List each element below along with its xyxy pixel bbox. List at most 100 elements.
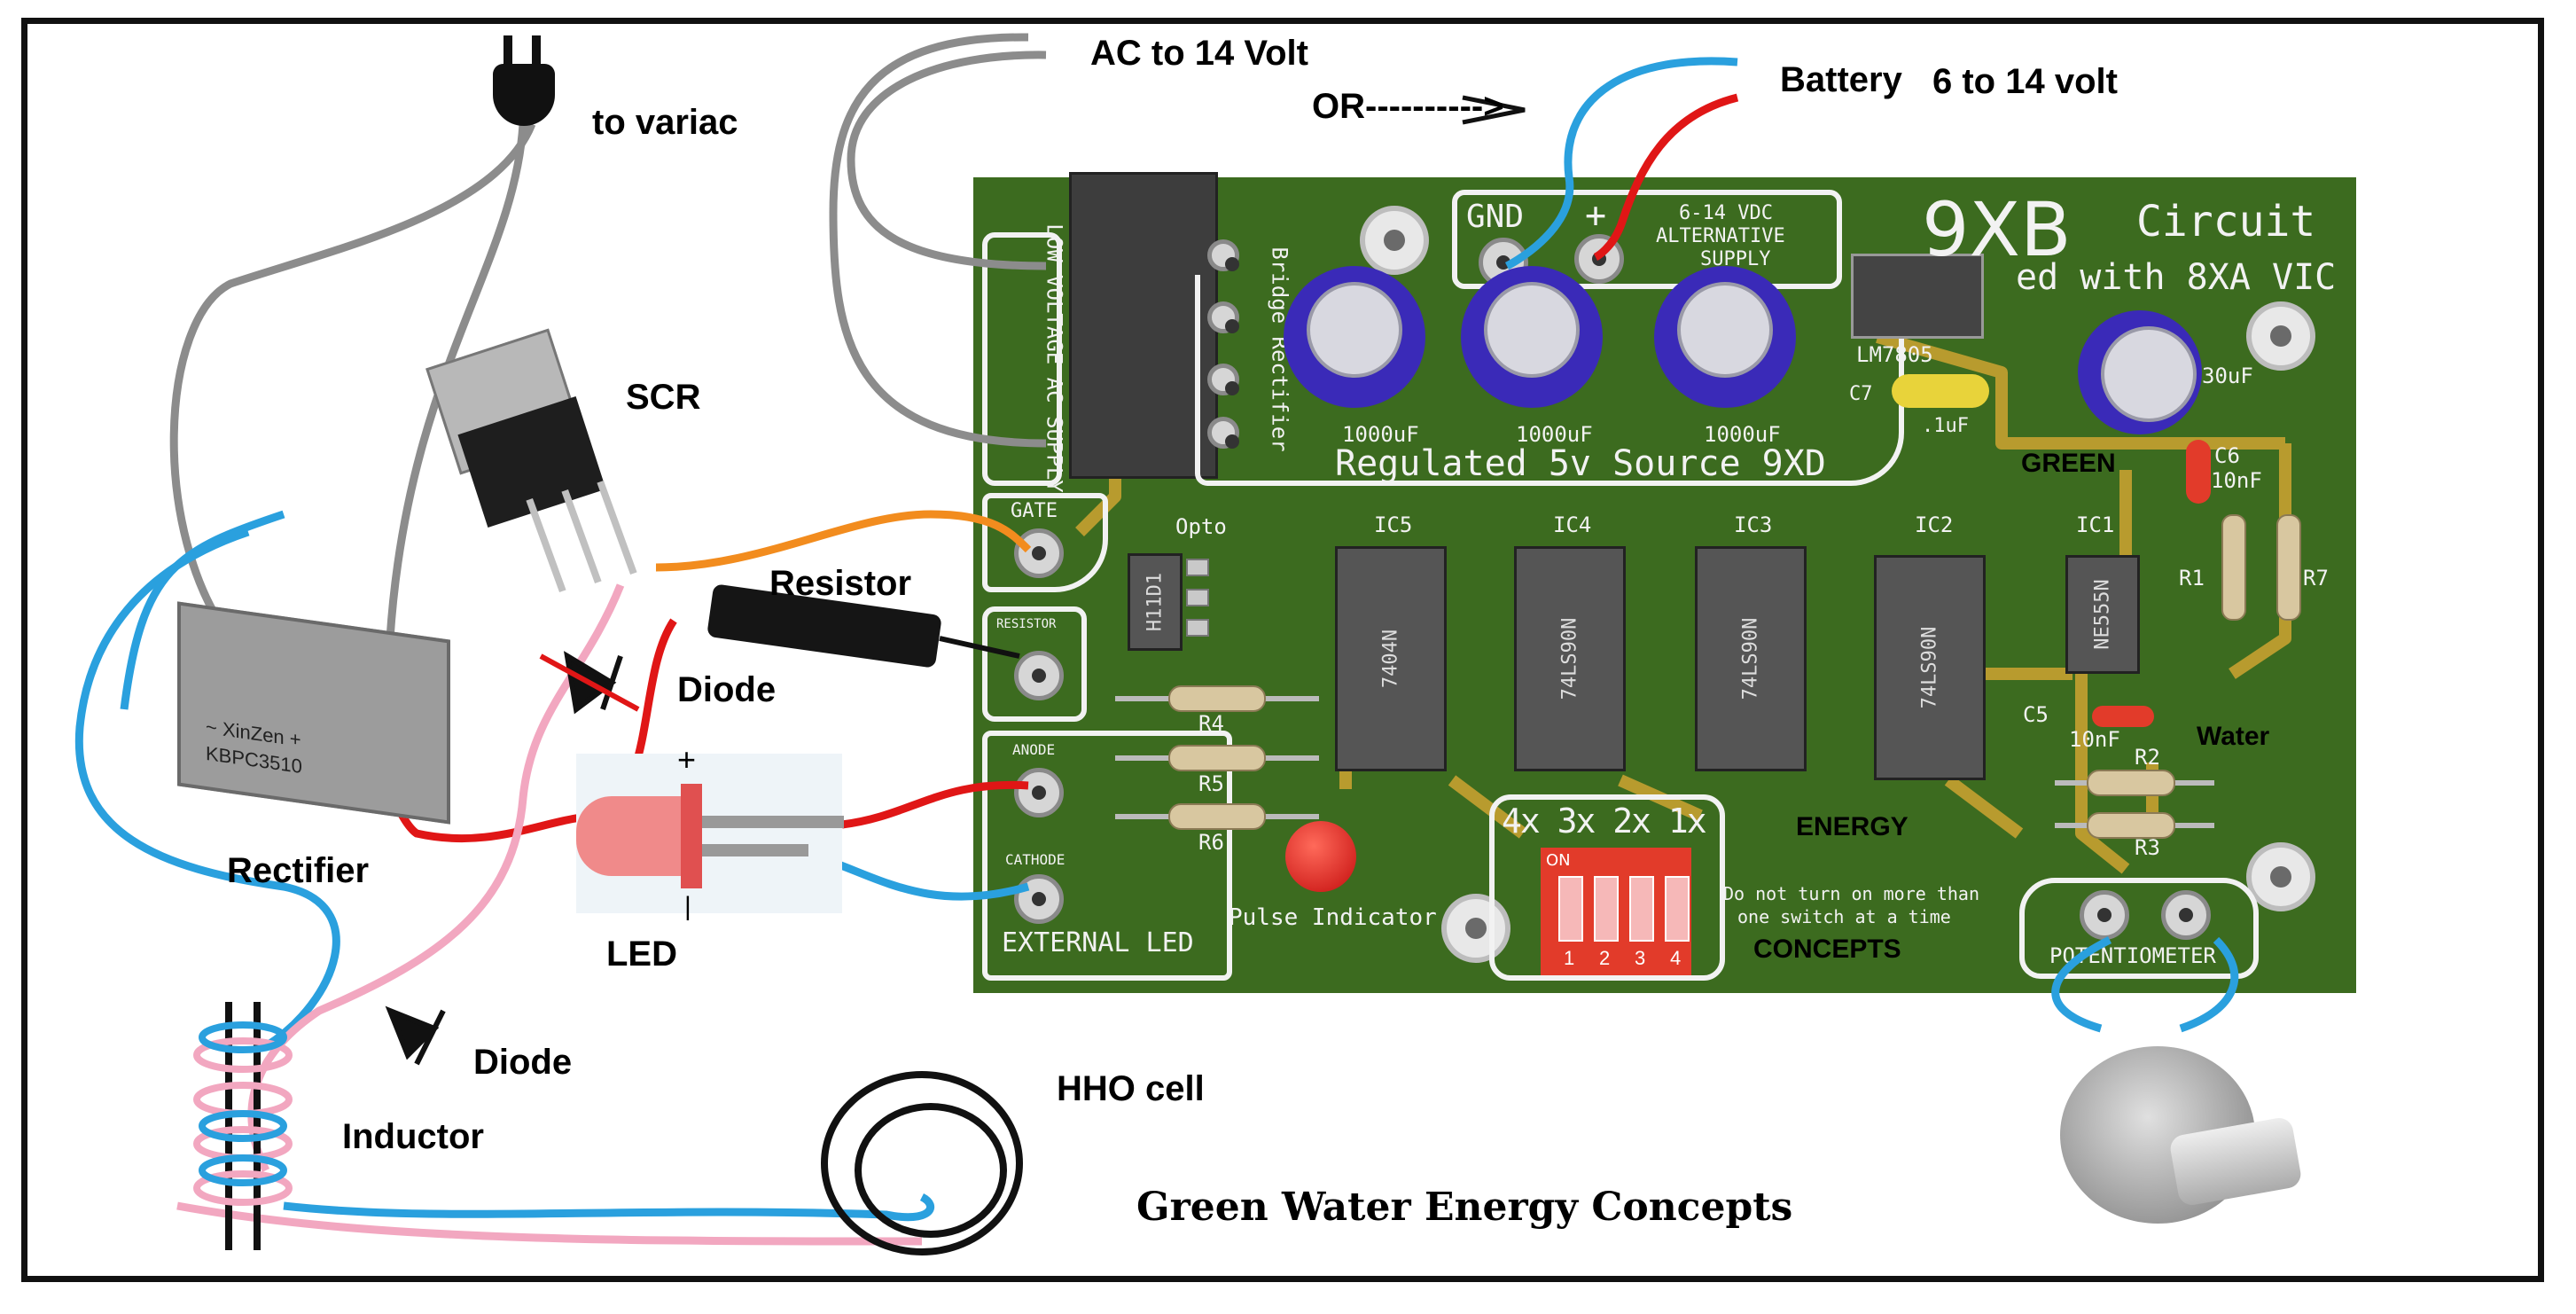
dip-number-3: 3 (1635, 947, 1646, 969)
opto-label: Opto (1175, 514, 1227, 539)
opto-part: H11D1 (1144, 572, 1167, 632)
ic2-label: IC2 (1915, 512, 1954, 537)
ic4-part: 74LS90N (1558, 617, 1581, 700)
cathode-label: CATHODE (1005, 851, 1066, 868)
dip-switch-3[interactable] (1629, 876, 1654, 942)
pulse-indicator-led (1285, 821, 1356, 892)
mounting-hole-top-left (1360, 206, 1429, 275)
ic2-chip: 74LS90N (1874, 555, 1986, 780)
diode-bottom-label: Diode (473, 1043, 573, 1082)
led-lead (702, 816, 844, 828)
capacitor-1000uf-3 (1654, 266, 1796, 408)
ic5-part: 7404N (1379, 629, 1402, 689)
cap4-value: 30uF (2202, 364, 2253, 388)
anode-pad (1014, 768, 1064, 817)
ic-pin (1186, 559, 1209, 576)
r1-label: R1 (2179, 566, 2205, 591)
concepts-label: CONCEPTS (1753, 935, 1901, 964)
ic3-label: IC3 (1734, 512, 1773, 537)
diode-top-label: Diode (677, 670, 777, 709)
ic2-part: 74LS90N (1918, 626, 1941, 709)
gate-pad (1014, 528, 1064, 578)
plug-prong (532, 35, 541, 71)
capacitor-c5 (2092, 706, 2154, 727)
r3-label: R3 (2135, 835, 2160, 860)
led-flange (681, 784, 702, 888)
dip-number-4: 4 (1670, 947, 1682, 969)
ic5-chip: 7404N (1335, 546, 1447, 771)
warning-line2: one switch at a time (1737, 906, 1951, 927)
board-title-suffix: Circuit (2136, 197, 2316, 246)
ic-pin (1186, 619, 1209, 637)
warning-line1: Do not turn on more than (1723, 883, 1979, 904)
capacitor-30uf (2078, 310, 2202, 434)
resistor-pad-label: RESISTOR (996, 617, 1057, 631)
cap-value-1: 1000uF (1342, 422, 1419, 447)
alt-supply-line1: 6-14 VDC (1679, 202, 1773, 224)
led-label: LED (606, 935, 677, 974)
mounting-hole-top-right (2246, 301, 2315, 371)
regulated-source-label: Regulated 5v Source 9XD (1335, 443, 1826, 484)
resistor-r1 (2221, 514, 2246, 621)
pot-pad-1 (2080, 890, 2129, 940)
led-lead (702, 844, 808, 856)
anode-label: ANODE (1012, 741, 1056, 758)
resistor-r3 (2087, 812, 2175, 839)
r5-label: R5 (1198, 771, 1224, 796)
led-plus-label: + (677, 741, 697, 778)
cap-value-2: 1000uF (1516, 422, 1593, 447)
battery-range-label: 6 to 14 volt (1932, 62, 2118, 101)
hho-cell-label: HHO cell (1057, 1069, 1205, 1108)
water-label: Water (2197, 722, 2270, 751)
ic1-chip: NE555N (2065, 555, 2140, 674)
dip-switch-box (1489, 794, 1725, 981)
ic1-part: NE555N (2091, 579, 2114, 650)
lm7805-regulator (1851, 254, 1984, 339)
inductor-label: Inductor (342, 1117, 484, 1156)
dip-switch-2[interactable] (1594, 876, 1619, 942)
cap-value-3: 1000uF (1704, 422, 1781, 447)
alt-supply-line2: ALTERNATIVE (1656, 225, 1785, 247)
ic5-label: IC5 (1374, 512, 1413, 537)
resistor-r5 (1168, 745, 1266, 771)
capacitor-1000uf-2 (1461, 266, 1603, 408)
pot-pad-2 (2161, 890, 2211, 940)
bridge-rectifier-block (1069, 172, 1218, 479)
resistor-r4 (1168, 685, 1266, 712)
board-subtitle: ed with 8XA VIC (2016, 257, 2337, 298)
ic1-label: IC1 (2076, 512, 2115, 537)
c7-value: .1uF (1922, 415, 1969, 437)
pulse-indicator-label: Pulse Indicator (1229, 904, 1437, 931)
dip-switch-4[interactable] (1665, 876, 1690, 942)
c5-label: C5 (2023, 702, 2049, 727)
r7-label: R7 (2303, 566, 2329, 591)
dip-switch[interactable]: ON 1 2 3 4 (1541, 848, 1691, 975)
resistor-pad (1014, 651, 1064, 700)
ic-pin (1186, 589, 1209, 606)
pcb-board: LOW VOLTAGE AC SUPPLY Bridge Rectifier O… (973, 172, 2356, 993)
c5-value: 10nF (2069, 727, 2120, 752)
capacitor-c7 (1892, 374, 1989, 408)
ac-to-14-label: AC to 14 Volt (1090, 34, 1308, 73)
plug-icon (493, 64, 555, 126)
c6-label: C6 (2214, 443, 2240, 468)
dip-switch-1[interactable] (1558, 876, 1583, 942)
cathode-pad (1014, 874, 1064, 924)
ic4-chip: 74LS90N (1514, 546, 1626, 771)
gnd-label: GND (1466, 199, 1525, 235)
dip-header: 4x 3x 2x 1x (1502, 802, 1707, 841)
c6-value: 10nF (2211, 468, 2262, 493)
resistor-r2 (2087, 770, 2175, 796)
resistor-label: Resistor (769, 564, 912, 603)
resistor-r6 (1168, 803, 1266, 830)
gate-label: GATE (1011, 500, 1058, 522)
led-body (576, 796, 688, 876)
bridge-rectifier: ~ XinZen + KBPC3510 (177, 601, 450, 825)
dip-number-2: 2 (1599, 947, 1611, 969)
green-label: GREEN (2021, 449, 2116, 478)
c7-label: C7 (1849, 383, 1873, 405)
external-led-label: EXTERNAL LED (1002, 927, 1194, 958)
r4-label: R4 (1198, 711, 1224, 736)
footer-title: Green Water Energy Concepts (1136, 1185, 1793, 1230)
resistor-box (982, 606, 1087, 722)
